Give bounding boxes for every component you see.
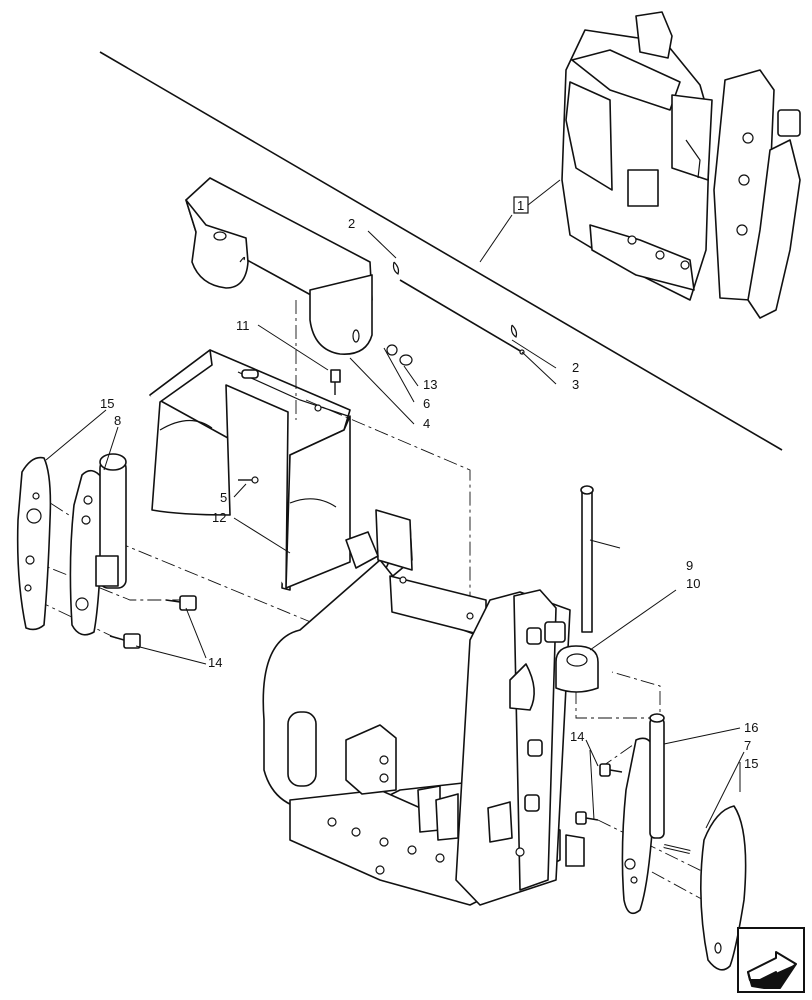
lower-bracket-part <box>149 349 351 591</box>
washer-part <box>386 344 398 356</box>
bushing-10-part <box>555 645 599 693</box>
callout-4: 4 <box>423 416 430 431</box>
bolts-14-left-part <box>109 595 197 649</box>
callout-9: 9 <box>686 558 693 573</box>
callout-2b: 2 <box>572 360 579 375</box>
bolt-11-part <box>330 369 341 395</box>
assembly-inset <box>561 11 801 319</box>
section-divider-line <box>99 51 783 451</box>
callout-14b: 14 <box>570 729 584 744</box>
leader-lines <box>45 230 745 829</box>
callout-10: 10 <box>686 576 700 591</box>
bolts-14-right-part <box>575 763 623 825</box>
callout-1-leader-b <box>479 214 513 263</box>
callout-12: 12 <box>212 510 226 525</box>
callout-7: 7 <box>744 738 751 753</box>
screw-5-part <box>238 476 259 484</box>
callout-16: 16 <box>744 720 758 735</box>
top-cover-part <box>185 177 373 355</box>
callout-6: 6 <box>423 396 430 411</box>
ring-part <box>399 354 413 366</box>
right-lever-16-part <box>621 713 685 915</box>
callout-8: 8 <box>114 413 121 428</box>
right-plate-15-part <box>700 805 747 971</box>
callout-2a: 2 <box>348 216 355 231</box>
rod-part <box>392 261 525 355</box>
callout-15b: 15 <box>744 756 758 771</box>
callout-15a: 15 <box>100 396 114 411</box>
callout-11: 11 <box>236 318 250 333</box>
callout-3: 3 <box>572 377 579 392</box>
callout-5: 5 <box>220 490 227 505</box>
main-frame-part <box>262 509 585 906</box>
pin-9-part <box>580 485 594 633</box>
left-lever-8-part <box>69 453 127 636</box>
callout-1: 1 <box>517 198 524 213</box>
callout-13: 13 <box>423 377 437 392</box>
callout-14a: 14 <box>208 655 222 670</box>
callout-1-leader <box>527 179 561 206</box>
left-plate-15-part <box>16 456 52 631</box>
arrow-icon[interactable] <box>737 927 805 993</box>
pin-7-part <box>663 844 691 854</box>
